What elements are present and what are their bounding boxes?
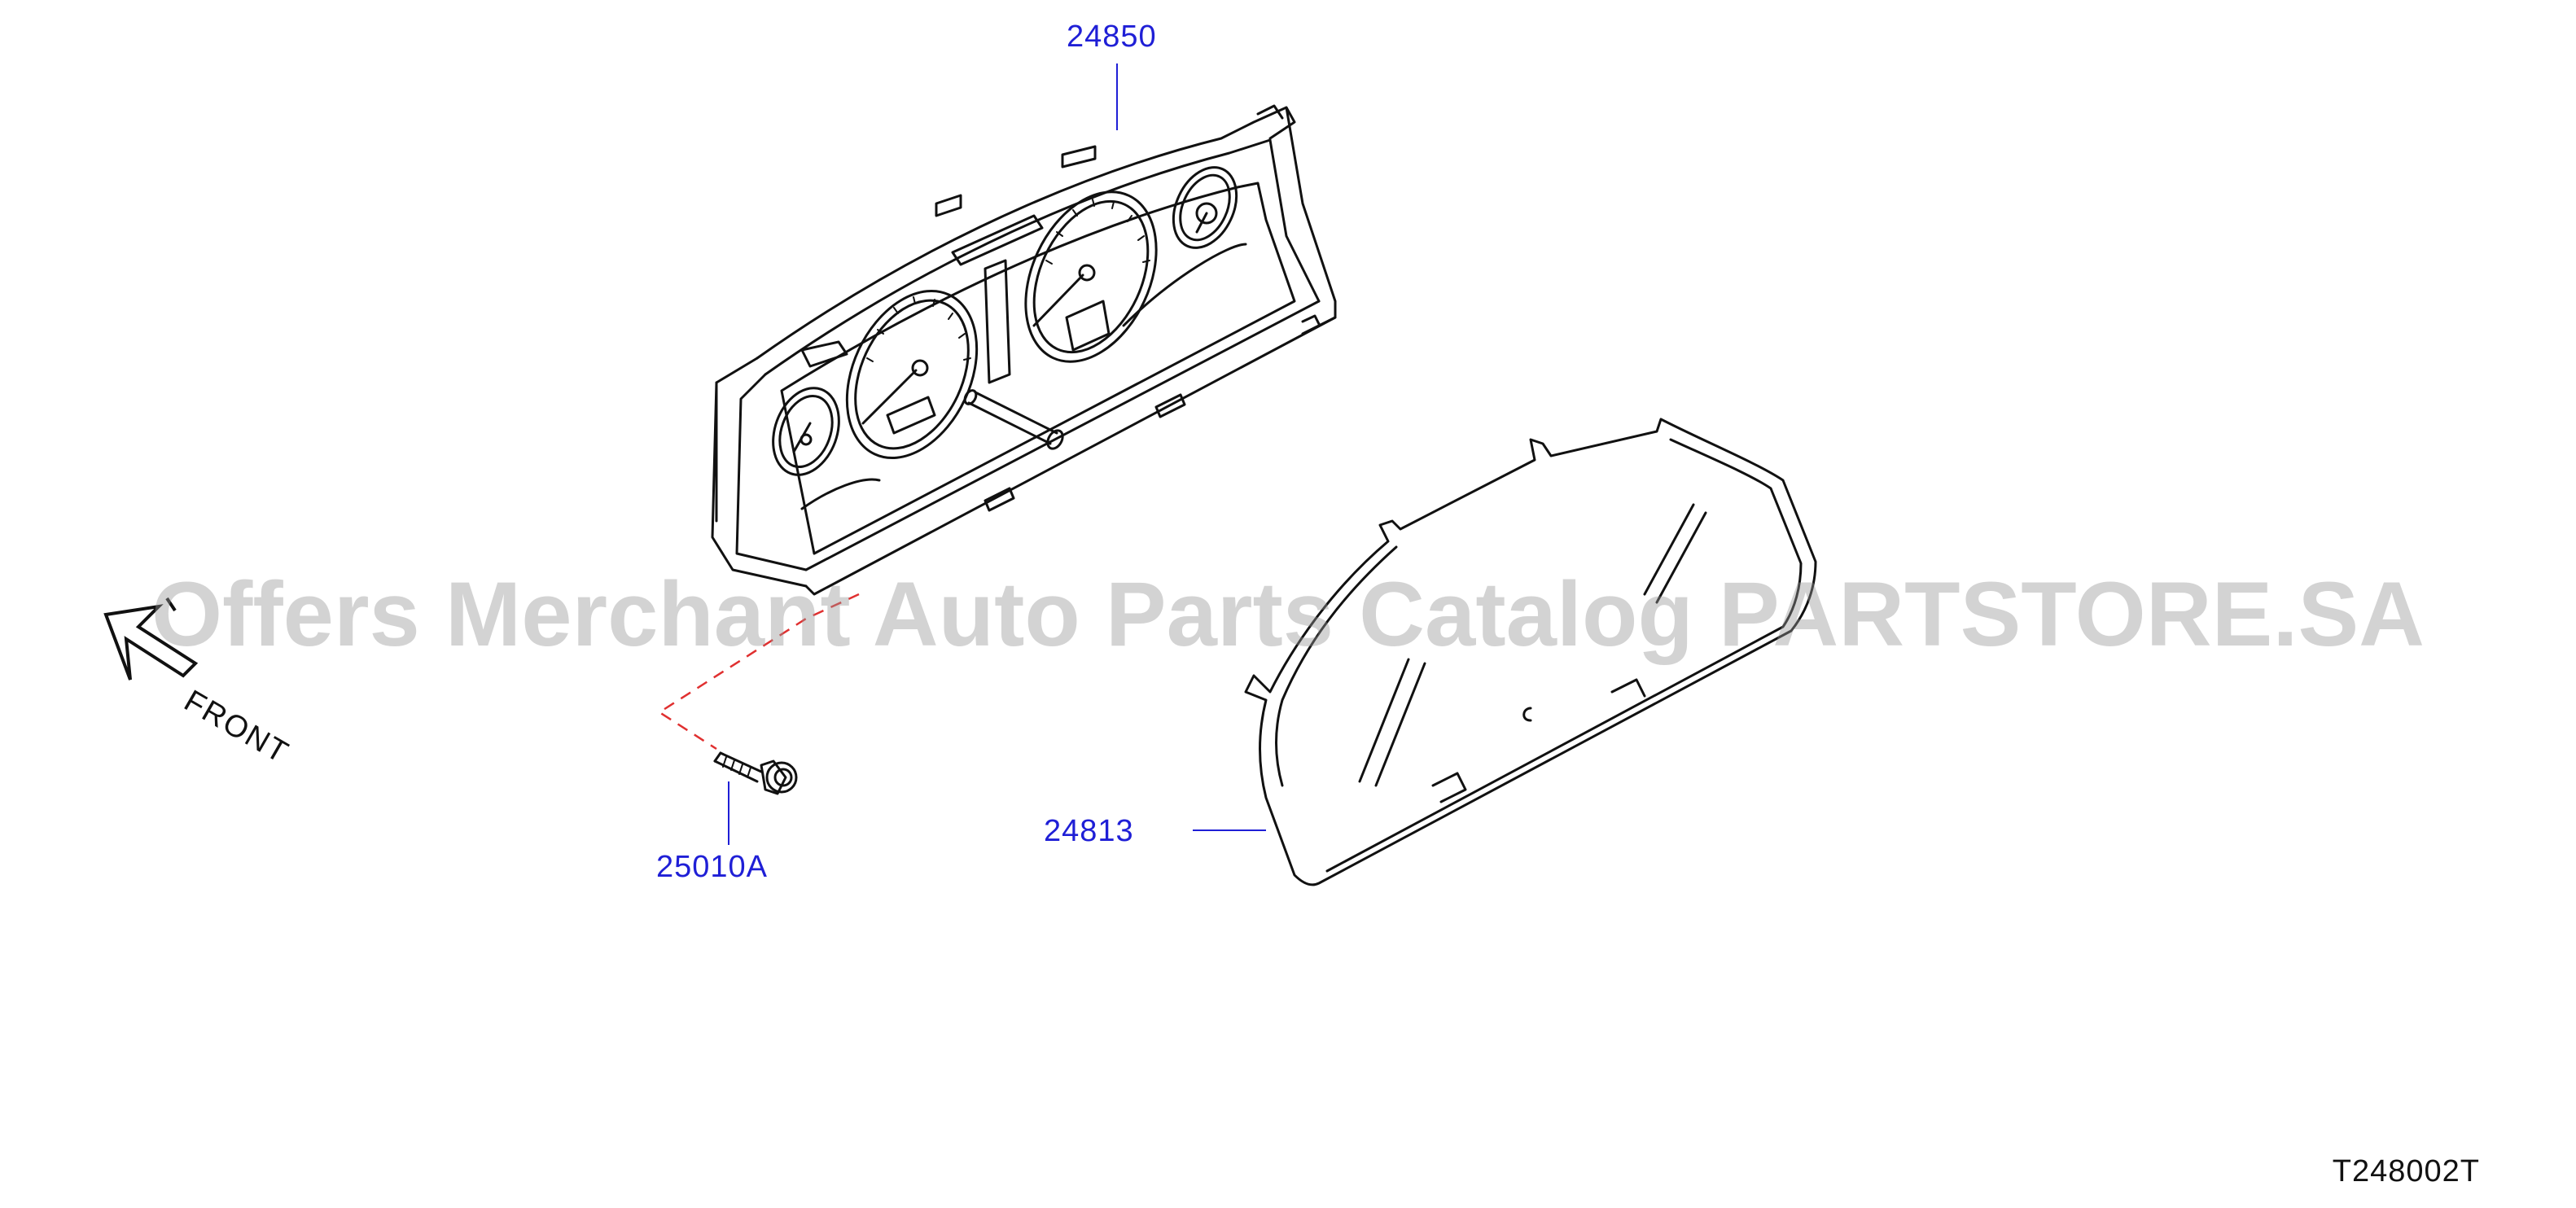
diagram-reference-code: T248002T — [2332, 1154, 2480, 1188]
cluster-lens-cover — [1244, 418, 1817, 886]
front-arrow-icon — [103, 597, 199, 681]
install-path-dashed — [657, 593, 860, 751]
screw-fastener — [713, 751, 798, 795]
instrument-cluster-housing — [711, 104, 1337, 596]
callout-24813[interactable]: 24813 — [1044, 814, 1134, 848]
callout-25010A[interactable]: 25010A — [656, 850, 769, 884]
callout-24850[interactable]: 24850 — [1067, 20, 1157, 54]
